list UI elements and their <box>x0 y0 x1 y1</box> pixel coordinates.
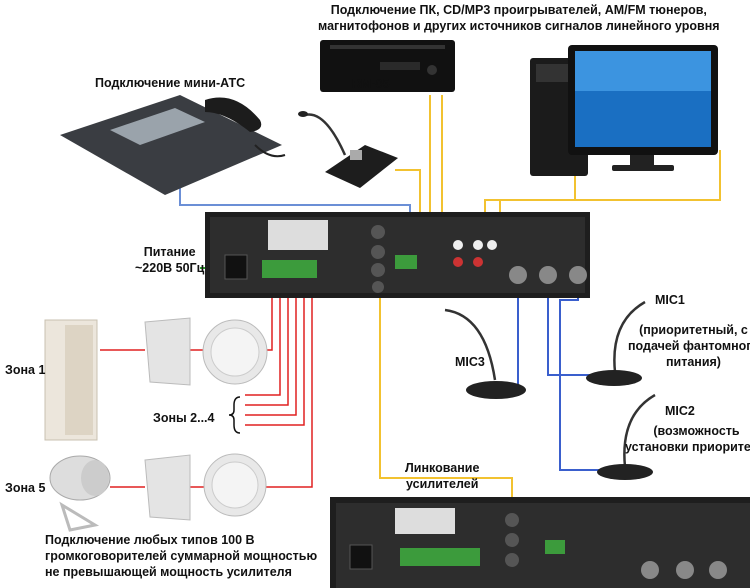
linking-label: Линкование усилителей <box>405 460 479 492</box>
mic1-line <box>547 285 590 376</box>
power-label-line: ~220В 50Гц <box>135 261 205 275</box>
pbx-phone <box>60 95 286 195</box>
mic2-note-line: (возможность <box>653 424 740 438</box>
pbx-label: Подключение мини-АТС <box>95 76 246 90</box>
linking-label-line: Линкование <box>405 461 480 475</box>
rm05-label: RM-05 <box>352 77 390 91</box>
speakers-note-line: Подключение любых типов 100 В <box>45 533 255 547</box>
zone1-speakers <box>44 317 268 441</box>
mic1-note-line: питания) <box>665 355 721 369</box>
mic3-line <box>505 285 519 391</box>
mic2-note-line: установки приоритета) <box>625 440 750 454</box>
cd-player <box>320 40 455 92</box>
linked-amplifier <box>330 497 750 588</box>
main-amplifier <box>205 212 590 298</box>
mic3 <box>444 308 526 399</box>
linking-label-line: усилителей <box>406 477 479 491</box>
pc-with-monitor <box>530 45 718 176</box>
mic1-note-line: (приоритетный, с <box>639 323 748 337</box>
speakers-note-line: не превышающей мощность усилителя <box>45 565 292 579</box>
mic2-note: (возможность установки приоритета) <box>625 423 750 455</box>
zone1-label: Зона 1 <box>5 363 46 377</box>
mic1-note: (приоритетный, с подачей фантомного пита… <box>628 322 750 370</box>
power-label-line: Питание <box>143 245 196 259</box>
mic2-label: MIC2 <box>665 404 695 418</box>
zone5-label: Зона 5 <box>5 481 46 495</box>
signal-lines <box>100 95 721 545</box>
speakers-note: Подключение любых типов 100 В громкогово… <box>45 532 317 580</box>
sources-label: Подключение ПК, CD/MP3 проигрывателей, A… <box>318 2 720 34</box>
rm05-mic-console <box>298 111 398 188</box>
mic1-note-line: подачей фантомного <box>628 339 750 353</box>
zones-brace <box>228 396 241 434</box>
zones2-4-label: Зоны 2...4 <box>153 411 215 425</box>
speakers-note-line: громкоговорителей суммарной мощностью <box>45 549 318 563</box>
sources-label-line: Подключение ПК, CD/MP3 проигрывателей, A… <box>330 3 707 17</box>
zone5-speakers <box>49 453 267 532</box>
mic1-label: MIC1 <box>655 293 685 307</box>
power-label: Питание ~220В 50Гц <box>135 244 204 276</box>
speaker-lines <box>100 285 313 488</box>
sources-label-line: магнитофонов и других источников сигнало… <box>318 19 720 33</box>
mic2 <box>597 393 656 480</box>
mic3-label: MIC3 <box>455 355 485 369</box>
mic1 <box>586 300 646 386</box>
